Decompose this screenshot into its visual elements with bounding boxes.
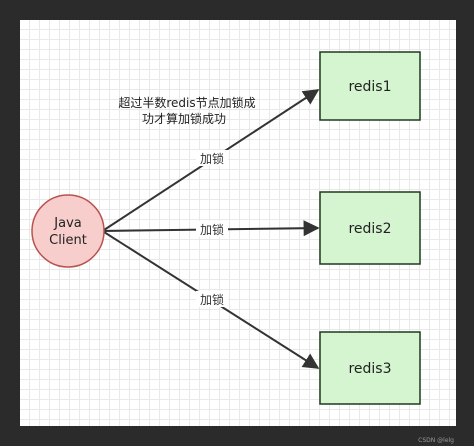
- java-client-label-line-2: Client: [49, 233, 87, 248]
- watermark: CSDN @lelg: [418, 437, 454, 444]
- redis3-label: redis3: [348, 361, 391, 377]
- diagram-canvas: 加锁 加锁 加锁 超过半数redis节点加锁成 功才算加锁成功 Java Cli…: [20, 20, 456, 426]
- java-client-label-line-1: Java: [53, 216, 81, 231]
- redis3-node: [319, 331, 421, 405]
- edge-label-bg-top: [196, 150, 228, 166]
- diagram: 加锁 加锁 加锁 超过半数redis节点加锁成 功才算加锁成功 Java Cli…: [31, 51, 421, 405]
- annotation-line-2: 功才算加锁成功: [142, 111, 226, 126]
- edge-label-lock-bottom: 加锁: [200, 292, 224, 307]
- java-client-node: [31, 194, 105, 268]
- redis1-node: [319, 51, 421, 121]
- redis1-label: redis1: [348, 79, 391, 95]
- annotation-line-1: 超过半数redis节点加锁成: [118, 95, 255, 110]
- edge-label-lock-mid: 加锁: [200, 222, 224, 237]
- edge-label-bg-bottom: [196, 291, 228, 307]
- redis2-node: [319, 191, 421, 265]
- redis2-label: redis2: [348, 221, 391, 237]
- edge-label-bg-mid: [196, 221, 228, 237]
- edge-label-lock-top: 加锁: [200, 151, 224, 166]
